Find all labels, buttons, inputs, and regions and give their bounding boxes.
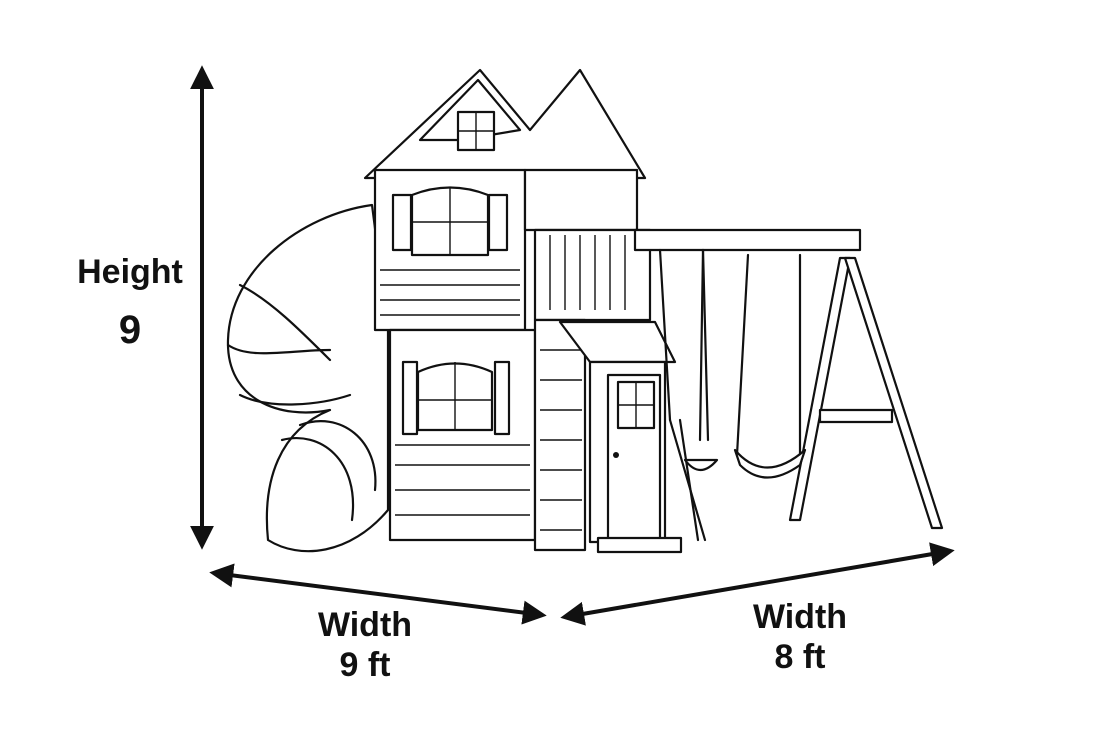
width-left-title: Width xyxy=(317,606,413,644)
height-label: Height 9 xyxy=(60,252,200,350)
width-right-label: Width 8 ft xyxy=(730,597,870,677)
swing-set xyxy=(633,228,944,542)
height-title: Height xyxy=(77,253,183,291)
width-left-arrow xyxy=(209,563,547,625)
height-value: 9 xyxy=(118,308,142,352)
width-left-value: 9 ft xyxy=(339,646,391,684)
width-right-arrow xyxy=(560,542,955,626)
playhouse-tower xyxy=(363,68,683,554)
tube-slide xyxy=(226,203,390,553)
width-right-title: Width xyxy=(752,598,848,636)
width-right-value: 8 ft xyxy=(774,638,826,676)
width-left-label: Width 9 ft xyxy=(295,605,435,685)
